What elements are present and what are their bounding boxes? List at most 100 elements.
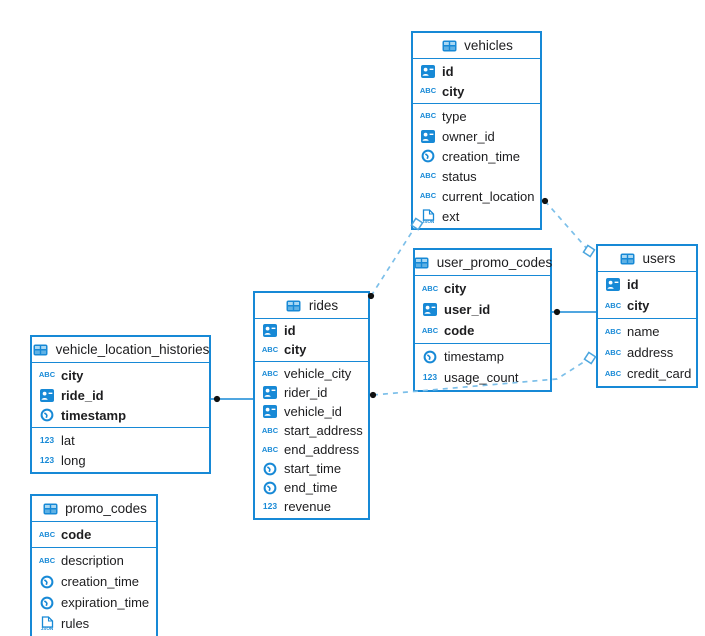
column-name: city (627, 298, 650, 313)
table-header[interactable]: user_promo_codes (414, 250, 553, 276)
123-number-icon: 123 (262, 501, 278, 512)
json-icon: JSON (419, 208, 437, 224)
table-title: promo_codes (65, 501, 147, 516)
column-name: long (61, 452, 86, 468)
column-row: end_time (255, 478, 368, 497)
column-row: ABC type (413, 106, 540, 126)
123-number-icon: 123 (39, 454, 55, 465)
table-icon (440, 40, 458, 52)
relation-line-vehicles-to-users (544, 200, 590, 252)
abc-text-icon: ABC (604, 300, 622, 310)
column-row: owner_id (413, 126, 540, 146)
abc-text-icon: ABC (421, 325, 439, 335)
column-row: 123 revenue (255, 497, 368, 516)
abc-text-icon: ABC (261, 425, 279, 435)
column-name: start_time (284, 461, 342, 476)
abc-text-icon: ABC (604, 368, 622, 378)
clock-icon (38, 575, 56, 589)
column-name: address (627, 345, 674, 360)
clock-icon (421, 350, 439, 364)
table-icon (285, 300, 303, 312)
relation-dot-marker (541, 197, 549, 205)
column-name: code (61, 527, 92, 542)
column-name: credit_card (627, 366, 692, 381)
svg-text:JSON: JSON (422, 219, 435, 224)
column-name: owner_id (442, 128, 495, 144)
column-name: current_location (442, 188, 535, 204)
column-name: city (442, 83, 465, 99)
column-row: rider_id (255, 383, 368, 402)
column-row: timestamp (415, 346, 550, 367)
column-row: ride_id (32, 385, 209, 405)
column-name: rules (61, 616, 90, 631)
column-row: creation_time (413, 146, 540, 166)
column-row: ABC city (598, 295, 696, 316)
table-header[interactable]: rides (255, 293, 368, 319)
table-header[interactable]: vehicle_location_histories (32, 337, 209, 363)
relation-line-rides-to-vehicles (370, 223, 418, 297)
column-row: creation_time (32, 571, 156, 592)
relation-dot-marker (553, 308, 561, 316)
column-name: start_address (284, 423, 363, 438)
table-icon (41, 503, 59, 515)
relation-diamond-marker (583, 351, 597, 365)
clock-icon (38, 596, 56, 610)
column-name: timestamp (444, 349, 504, 364)
table-icon (618, 253, 636, 265)
column-row: vehicle_id (255, 402, 368, 421)
column-name: expiration_time (61, 595, 150, 610)
column-name: ride_id (61, 387, 104, 403)
table-header[interactable]: promo_codes (32, 496, 156, 522)
uuid-id-icon (419, 129, 437, 143)
json-icon: JSON (38, 616, 56, 631)
column-name: status (442, 168, 477, 184)
column-row: JSON rules (32, 613, 156, 634)
column-name: code (444, 323, 475, 338)
relation-dot-marker (369, 391, 377, 399)
column-name: id (442, 63, 454, 79)
abc-text-icon: ABC (419, 111, 437, 121)
column-row: id (413, 61, 540, 81)
column-name: type (442, 108, 467, 124)
column-row: ABC credit_card (598, 363, 696, 384)
relation-dot-marker (213, 395, 221, 403)
column-name: creation_time (442, 148, 521, 164)
table-title: user_promo_codes (436, 255, 553, 270)
column-row: ABC code (415, 320, 550, 341)
column-row: expiration_time (32, 592, 156, 613)
uuid-id-icon (419, 64, 437, 78)
table-header[interactable]: vehicles (413, 33, 540, 59)
abc-text-icon: ABC (604, 326, 622, 336)
table-header[interactable]: users (598, 246, 696, 272)
uuid-id-icon (261, 324, 279, 337)
column-row: start_time (255, 459, 368, 478)
column-row: id (598, 274, 696, 295)
abc-text-icon: ABC (419, 191, 437, 201)
column-name: revenue (284, 499, 331, 514)
abc-text-icon: ABC (261, 368, 279, 378)
abc-text-icon: ABC (38, 370, 56, 380)
column-row: ABC start_address (255, 421, 368, 440)
table-icon (32, 344, 50, 356)
uuid-id-icon (421, 303, 439, 316)
